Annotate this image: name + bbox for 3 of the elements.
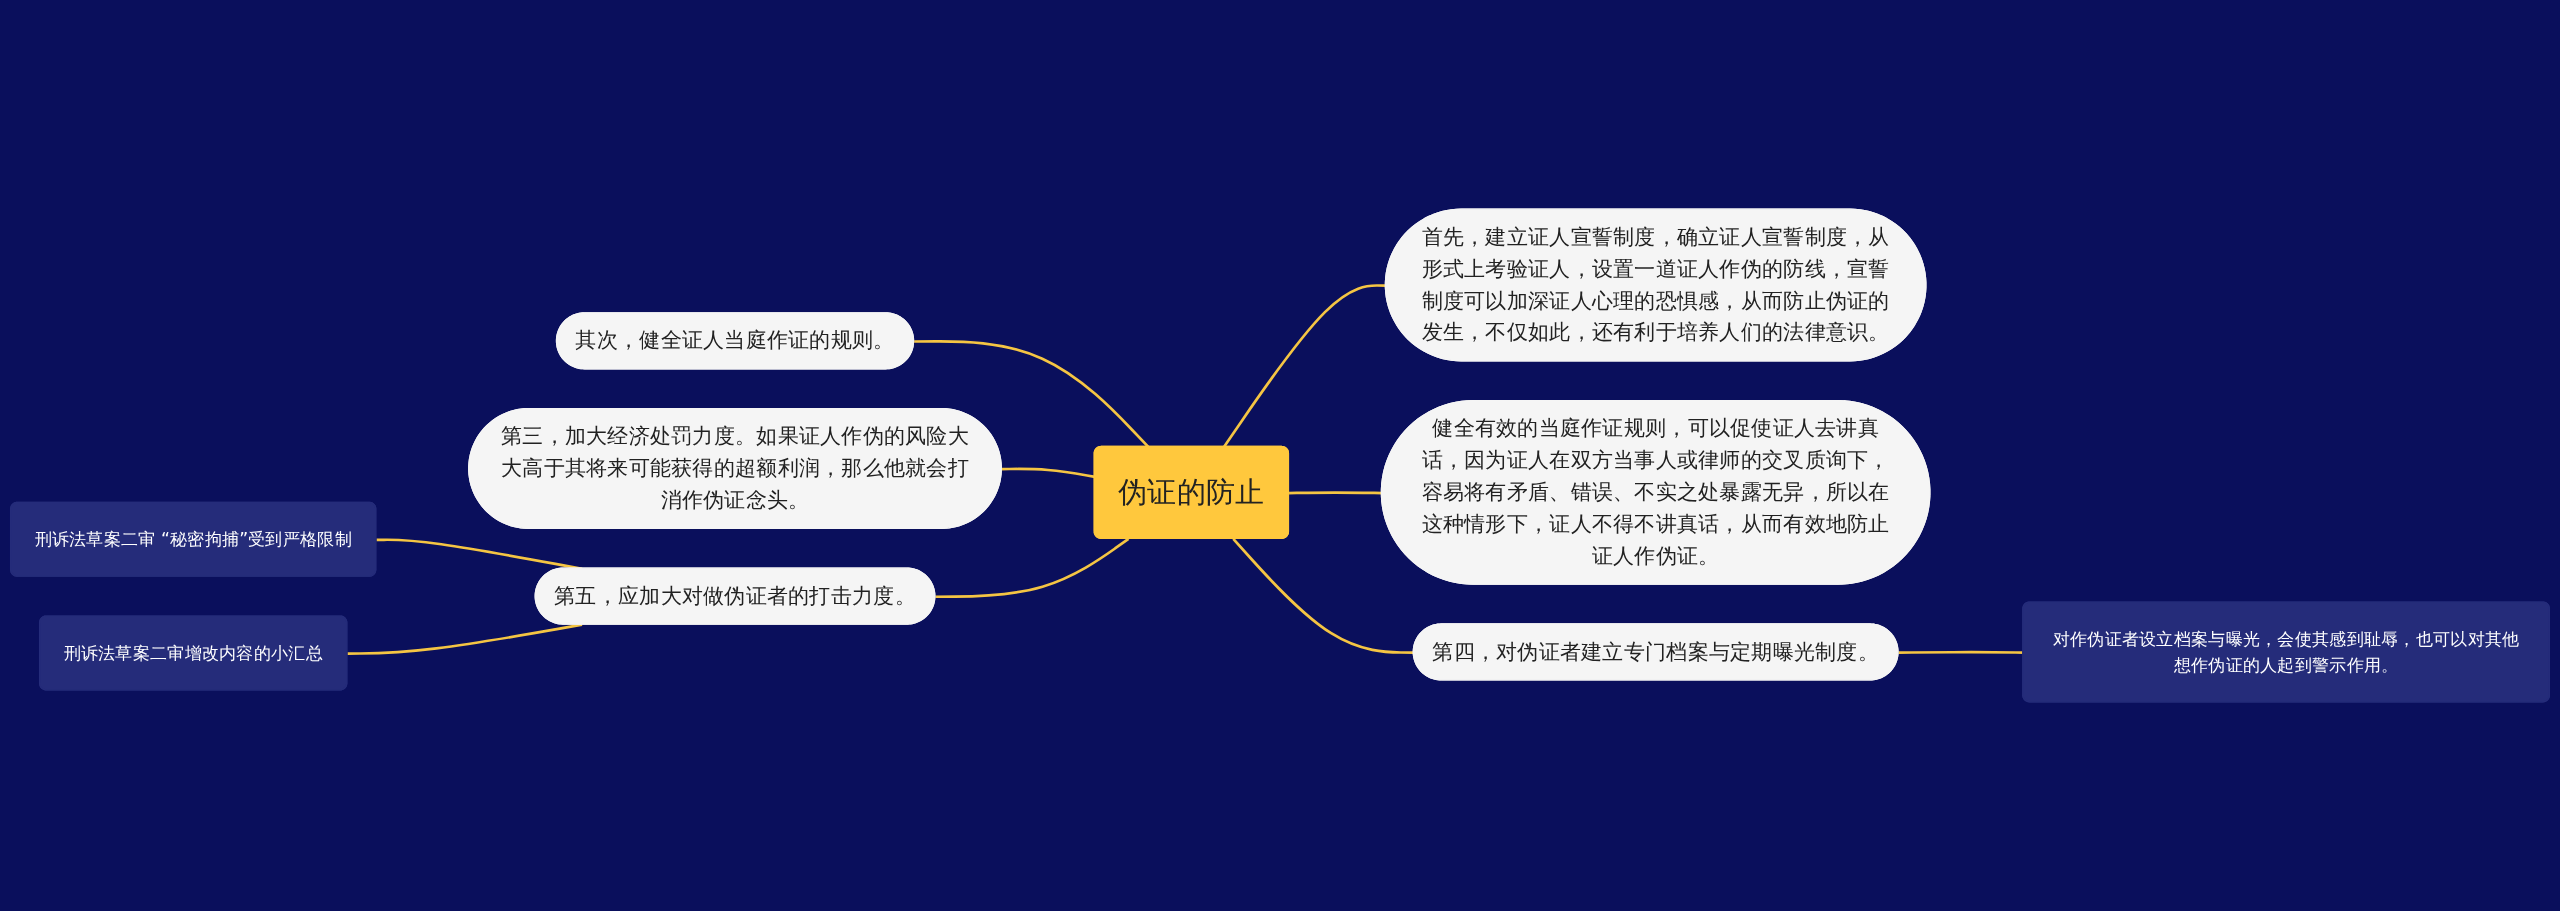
connector xyxy=(347,623,583,655)
connector xyxy=(1232,538,1414,654)
connector xyxy=(935,537,1130,599)
